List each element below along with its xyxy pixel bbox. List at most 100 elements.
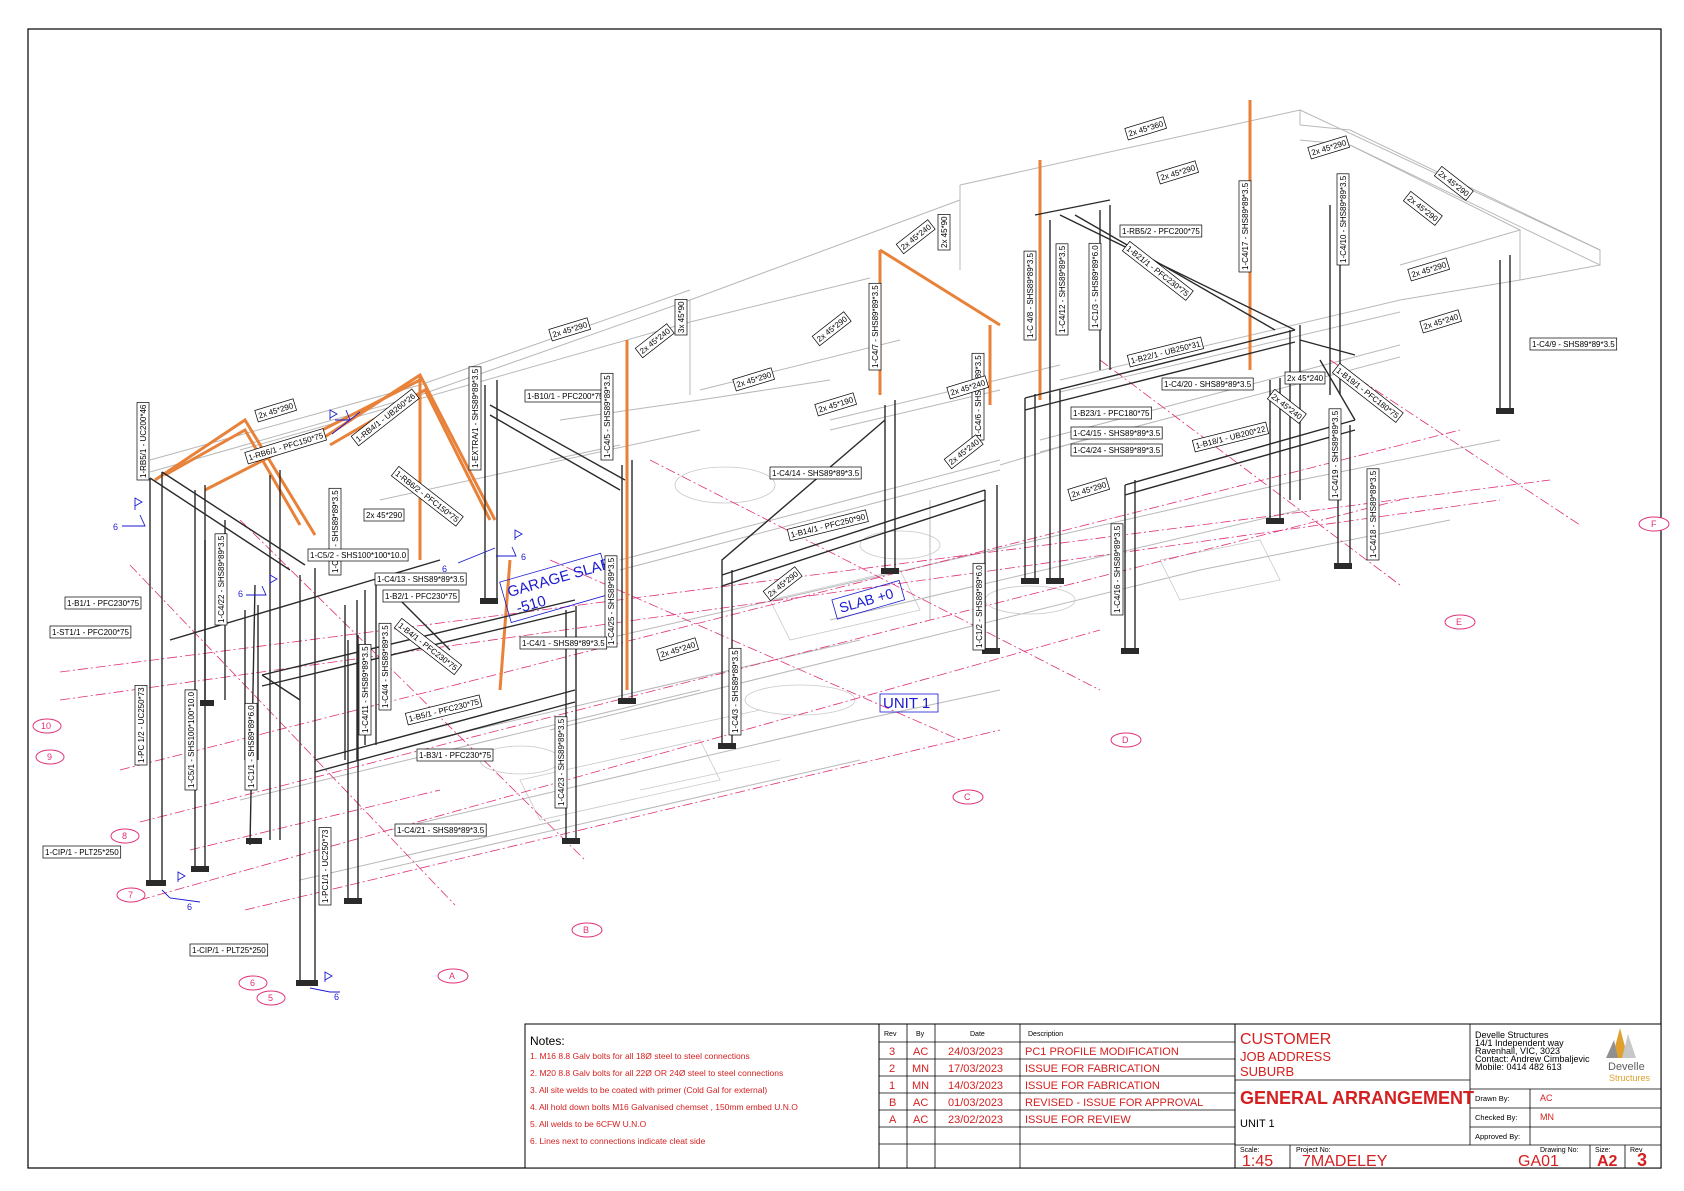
- grid-bubble-6-text: 6: [250, 978, 255, 988]
- member-c4-13-box: [374, 572, 467, 586]
- ghost-roof-outline: [149, 109, 1601, 881]
- member-c4-22: 1-C4/22 - SHS89*89*3.5: [214, 533, 228, 626]
- timber-9-box: [937, 214, 951, 251]
- grid-bubble-10-text: 10: [41, 721, 51, 731]
- member-c5-1-box: [184, 689, 198, 791]
- rev-header-by: By: [916, 1031, 925, 1038]
- member-cip1-1a-text: 1-CIP/1 - PLT25*250: [45, 848, 119, 857]
- timber-1-box: [254, 398, 297, 423]
- rev-row-5-rev: A: [889, 1114, 897, 1126]
- rev-row-4-rev: B: [889, 1097, 896, 1109]
- timber-6: 2x 45*290: [811, 311, 852, 347]
- timber-23-text: 2x 45*290: [366, 511, 403, 520]
- member-c4-1-box: [519, 636, 608, 650]
- company-contact: Contact: Andrew Cimbaljevic: [1475, 1054, 1590, 1064]
- drawing-subtitle: UNIT 1: [1240, 1118, 1275, 1130]
- member-c4-17: 1-C4/17 - SHS89*89*3.5: [1238, 180, 1252, 273]
- member-c4-20-box: [1161, 377, 1254, 391]
- notes-title: Notes:: [530, 1034, 565, 1048]
- rev-row-3-by: MN: [912, 1080, 929, 1092]
- member-c1-1: 1-C1/1 - SHS89*89*6.0: [244, 702, 258, 791]
- grid-bubble-d-text: D: [1122, 735, 1129, 745]
- member-c4-9-box: [1529, 337, 1618, 351]
- grid-bubble-9: 9: [35, 749, 65, 765]
- timber-18: 2x 45*240: [943, 434, 984, 470]
- timber-18-text: 2x 45*240: [947, 437, 981, 467]
- member-rb4-1-box: [350, 388, 420, 447]
- timber-13: 2x 45*290: [1307, 135, 1350, 160]
- member-c4-4-text: 1-C4/4 - SHS89*89*3.5: [381, 625, 390, 708]
- timber-10-box: [946, 375, 989, 400]
- timber-15-text: 2x 45*290: [1406, 194, 1440, 224]
- member-c4-8-text: 1-C 4/8 - SHS89*89*3.5: [1026, 253, 1035, 338]
- member-c1-3-text: 1-C1/3 - SHS89*89*6.0: [1091, 245, 1100, 328]
- rev-row-4-date: 01/03/2023: [948, 1097, 1003, 1109]
- timber-5-box: [732, 367, 775, 392]
- member-c4-11: 1-C4/11 - SHS89*89*3.5: [358, 644, 372, 736]
- grid-bubble-6: 6: [238, 975, 268, 991]
- grid-bubble-5-text: 5: [268, 993, 273, 1003]
- member-b5-1: 1-B5/1 - PFC230*75: [404, 694, 483, 726]
- company-address1: 14/1 Independent way: [1475, 1038, 1564, 1048]
- timber-17: 2x 45*240: [1419, 309, 1462, 334]
- grid-bubble-f-text: F: [1651, 519, 1657, 529]
- member-pc1-2: 1-PC 1/2 - UC250*73: [134, 685, 148, 766]
- timber-3-text: 2x 45*240: [638, 326, 672, 356]
- rev-label: Rev: [1630, 1147, 1643, 1154]
- timber-4-text: 3x 45*90: [677, 301, 686, 333]
- company-logo: Develle Structures: [1606, 1028, 1651, 1083]
- timber-20: 2x 45*290: [1067, 477, 1110, 502]
- checked-by-label: Checked By:: [1475, 1113, 1518, 1122]
- member-b21-1: 1-B21/1 - PFC230*75: [1121, 240, 1194, 301]
- member-b14-1: 1-B14/1 - PFC250*90: [786, 509, 869, 542]
- member-b4-1-box: [393, 617, 463, 676]
- grid-bubble-8-text: 8: [122, 831, 127, 841]
- grid-bubble-a-text: A: [449, 971, 455, 981]
- timber-11-box: [1124, 116, 1167, 141]
- member-b21-1-box: [1121, 240, 1194, 301]
- member-c4-13: 1-C4/13 - SHS89*89*3.5: [374, 572, 467, 586]
- timber-24-box: [1284, 371, 1326, 385]
- member-c4-4: 1-C4/4 - SHS89*89*3.5: [378, 622, 392, 711]
- member-b10-1-text: 1-B10/1 - PFC200*75: [527, 392, 604, 401]
- member-extra-1-text: 1-EXTRA/1 - SHS89*89*3.5: [471, 368, 480, 468]
- member-c4-23-text: 1-C4/23 - SHS89*89*3.5: [557, 718, 566, 806]
- member-c4-8-box: [1023, 250, 1037, 341]
- member-extra-1-box: [468, 366, 482, 471]
- member-st1-1-box: [49, 625, 132, 639]
- timber-3-box: [634, 323, 675, 359]
- grid-bubble-e-text: E: [1456, 617, 1462, 627]
- grid-bubble-7-text: 7: [128, 890, 133, 900]
- member-c4-2-text: 1-C4/2 - SHS89*89*3.5: [331, 490, 340, 573]
- member-st1-1-text: 1-ST1/1 - PFC200*75: [52, 628, 129, 637]
- member-c4-1-text: 1-C4/1 - SHS89*89*3.5: [522, 639, 605, 648]
- timber-14-box: [1433, 165, 1474, 201]
- member-c1-1-text: 1-C1/1 - SHS89*89*6.0: [247, 705, 256, 788]
- rev-row-2-desc: ISSUE FOR FABRICATION: [1025, 1063, 1160, 1075]
- project-no-label: Project No:: [1296, 1147, 1331, 1154]
- timber-23-box: [363, 508, 405, 522]
- member-c4-6: 1-C4/6 - SHS89*89*3.5: [971, 352, 985, 441]
- timber-9: 2x 45*90: [937, 214, 951, 251]
- drawing-title: GENERAL ARRANGEMENT: [1240, 1088, 1474, 1108]
- weld-size-7: 6: [334, 992, 339, 1002]
- grid-bubble-b: B: [571, 922, 603, 938]
- timber-23: 2x 45*290: [363, 508, 405, 522]
- member-b2-1-box: [382, 589, 460, 603]
- grid-bubble-10: 10: [32, 718, 62, 734]
- timber-22-box: [656, 637, 699, 662]
- member-c4-5: 1-C4/5 - SHS89*89*3.5: [600, 372, 614, 461]
- member-b21-1-text: 1-B21/1 - PFC230*75: [1125, 244, 1191, 299]
- rev-row-1-by: AC: [913, 1046, 928, 1058]
- timber-17-box: [1419, 309, 1462, 334]
- member-b19-1-text: 1-B19/1 - PFC180*75: [1335, 366, 1401, 421]
- rev-row-5-date: 23/02/2023: [948, 1114, 1003, 1126]
- note-4: 4. All hold down bolts M16 Galvanised ch…: [530, 1102, 798, 1112]
- member-b1-1-box: [64, 596, 142, 610]
- drawing-no-value: GA01: [1518, 1153, 1559, 1170]
- member-b19-1: 1-B19/1 - PFC180*75: [1331, 362, 1404, 423]
- timber-19-box: [1266, 388, 1307, 424]
- rev-row-2-by: MN: [912, 1063, 929, 1075]
- grid-bubble-c-text: C: [964, 792, 971, 802]
